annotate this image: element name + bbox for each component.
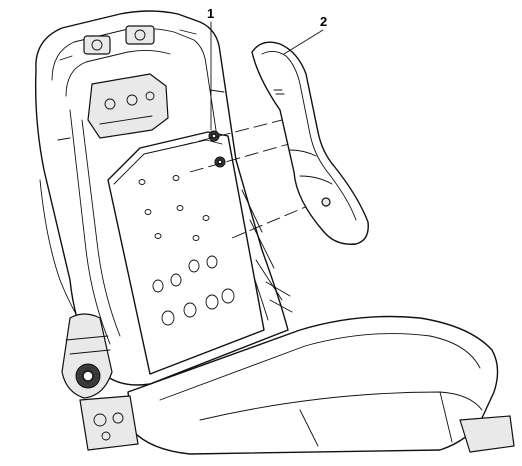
callout-2-label: 2: [320, 14, 327, 29]
back-panel: [107, 131, 265, 375]
callout-1-label: 1: [207, 6, 214, 21]
side-trim-panel: [251, 41, 369, 245]
seat-cushion: [127, 315, 515, 455]
leader-lines: [210, 21, 324, 131]
